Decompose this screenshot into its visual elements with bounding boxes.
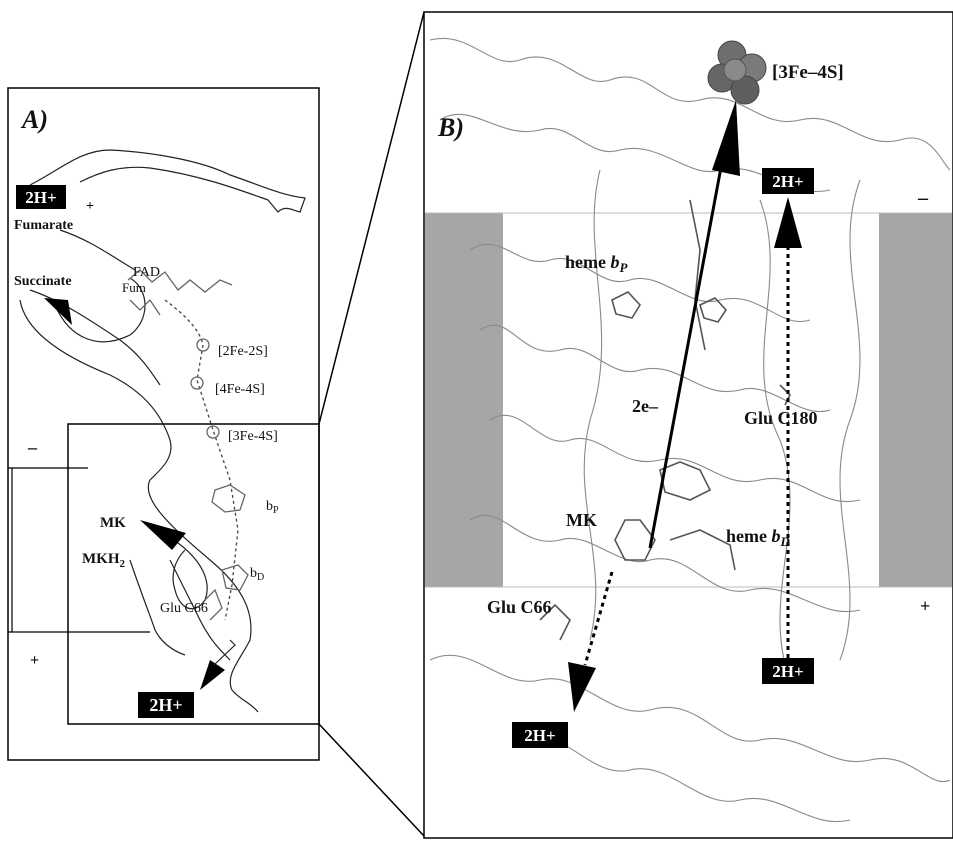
mkh2-label: MKH2: [82, 551, 126, 570]
fumarate-label: Fumarate: [14, 218, 73, 233]
protons-top-text-b: 2H+: [772, 172, 803, 191]
membrane-right-band: [879, 213, 952, 587]
protons-mid-text-b: 2H+: [772, 662, 803, 681]
plus-label-b: +: [920, 596, 930, 616]
electrons-label: 2e–: [632, 396, 659, 416]
cofactor-sticks: [127, 269, 249, 621]
fe2s-label: [2Fe-2S]: [218, 344, 268, 359]
protons-bottom-text: 2H+: [149, 695, 182, 715]
minus-label-b: –: [917, 187, 929, 209]
proton-arrowhead-right: [774, 197, 802, 248]
protein-ribbon: [429, 37, 951, 823]
fad-label: FAD: [133, 265, 160, 280]
minus-label: –: [27, 437, 38, 457]
proton-arrowhead-left: [568, 662, 596, 712]
heme-bp-label: heme bP: [565, 252, 628, 275]
protons-mid-box-b: [762, 658, 814, 684]
glu-c66-label: Glu C66: [160, 601, 208, 616]
protons-top-text: 2H+: [25, 188, 56, 207]
panel-a-label: A): [20, 105, 48, 134]
electron-arrowhead: [712, 100, 740, 176]
zoom-connectors: [318, 11, 425, 837]
membrane-left-band: [425, 213, 503, 587]
mk-arrowhead: [140, 520, 186, 550]
cofactor-sticks-b: [539, 199, 791, 641]
heme-bd-label: heme bD: [726, 526, 790, 549]
protons-bottom-box: [138, 692, 194, 718]
protons-top-box: [16, 185, 66, 209]
succinate-label: Succinate: [14, 274, 72, 289]
plus-bottom: +: [30, 652, 39, 669]
protons-bottom-arrowhead: [200, 660, 225, 690]
zoom-box: [67, 423, 320, 725]
succinate-arrowhead: [44, 298, 72, 325]
proton-path-left: [583, 571, 614, 666]
cluster-spheres: [707, 40, 767, 105]
panel-b-frame: [423, 11, 953, 839]
panel-b-label: B): [437, 113, 464, 142]
mk-label: MK: [100, 515, 126, 531]
panel-a: A) 2H+ +: [7, 87, 320, 761]
glu-c66-label-b: Glu C66: [487, 597, 552, 617]
fe3s-label: [3Fe-4S]: [228, 429, 278, 444]
succinate-arrow-path: [54, 277, 146, 343]
mk-label-b: MK: [566, 510, 597, 530]
electron-arrow-line: [648, 161, 724, 549]
protons-bottom-text-b: 2H+: [524, 726, 555, 745]
mk-arrow-path: [154, 529, 208, 610]
fe4s-label: [4Fe-4S]: [215, 382, 265, 397]
cluster-label: [3Fe–4S]: [772, 62, 844, 83]
bp-label: bP: [266, 499, 279, 516]
plus-top: +: [86, 199, 94, 214]
protons-bottom-box-b: [512, 722, 568, 748]
protons-top-box-b: [762, 168, 814, 194]
membrane-outline: [8, 467, 150, 633]
fum-label: Fum: [122, 280, 146, 295]
glu-c180-label: Glu C180: [744, 408, 818, 428]
panel-b: B) [3Fe–4S] 2H+ – heme bP 2e– Glu C180 M…: [423, 11, 953, 839]
bd-label: bD: [250, 566, 264, 583]
